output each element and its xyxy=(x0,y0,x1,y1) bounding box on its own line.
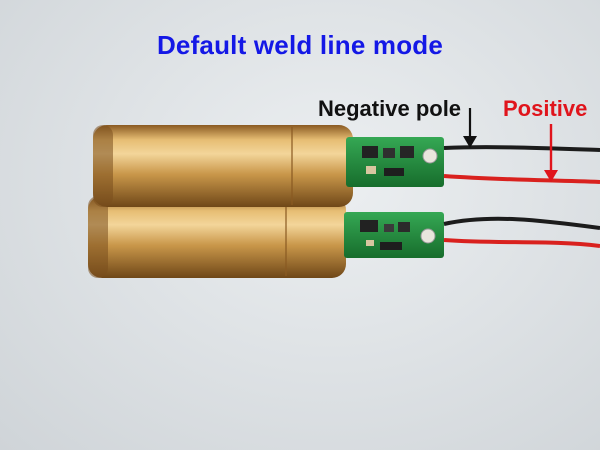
positive-label: Positive xyxy=(503,96,588,121)
black-wire xyxy=(443,216,600,230)
red-wire xyxy=(443,174,600,184)
positive-arrow-icon xyxy=(544,124,558,182)
negative-arrow-icon xyxy=(463,108,477,148)
laser-module-bottom xyxy=(88,196,600,278)
brass-housing xyxy=(93,125,353,207)
brass-housing xyxy=(88,196,346,278)
page-title: Default weld line mode xyxy=(156,30,444,60)
black-wire xyxy=(443,145,600,152)
solder-pad-icon xyxy=(420,228,436,244)
negative-pole-label: Negative pole xyxy=(318,96,462,121)
solder-pad-icon xyxy=(422,148,438,164)
red-wire xyxy=(443,238,600,248)
laser-module-top xyxy=(93,125,600,207)
